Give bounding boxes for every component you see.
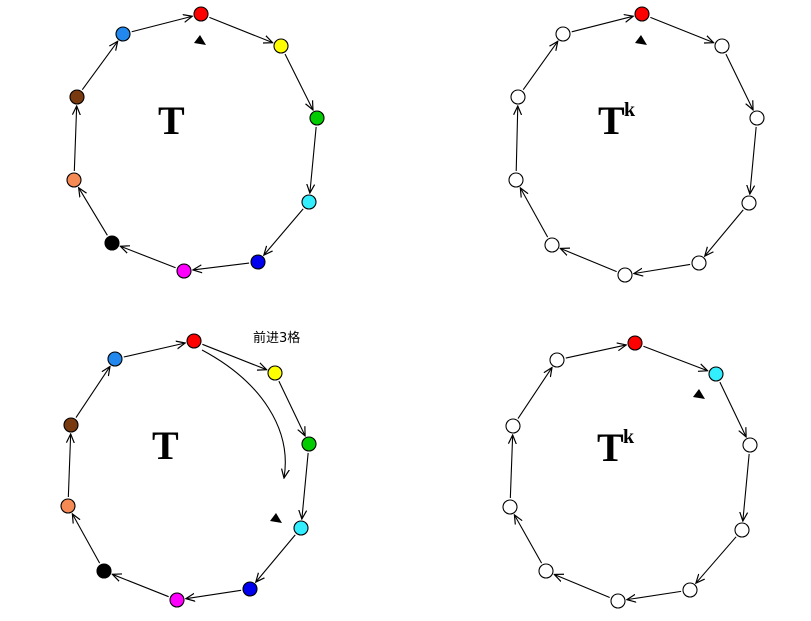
pointer-triangle xyxy=(693,389,705,399)
edge-arrow xyxy=(522,41,558,90)
node-empty xyxy=(544,237,560,253)
node-magenta xyxy=(169,592,185,608)
edge-arrow xyxy=(131,16,193,33)
node-skyblue xyxy=(115,26,131,42)
pointer-triangle xyxy=(194,35,206,45)
node-empty xyxy=(691,255,707,271)
node-empty xyxy=(505,418,521,434)
edge-arrow xyxy=(68,434,70,498)
jump-arrow xyxy=(201,349,285,478)
annotation-text: 前进3格 xyxy=(253,330,300,346)
node-empty xyxy=(508,172,524,188)
panel-top-left: T xyxy=(66,6,325,279)
edge-arrow xyxy=(719,381,746,437)
panel-label: T xyxy=(152,423,179,468)
node-empty xyxy=(714,38,730,54)
node-brown xyxy=(63,417,79,433)
edge-arrow xyxy=(75,366,110,418)
edge-arrow xyxy=(517,367,552,419)
node-empty xyxy=(538,563,554,579)
edge-arrow xyxy=(643,345,707,371)
panel-label-superscript: k xyxy=(624,99,636,121)
node-empty xyxy=(610,593,626,609)
edge-arrow xyxy=(81,41,117,91)
node-empty xyxy=(734,522,750,538)
node-empty xyxy=(617,267,633,283)
node-magenta xyxy=(176,263,192,279)
node-cyan xyxy=(708,366,724,382)
pointer-triangle xyxy=(635,35,647,45)
node-cyan xyxy=(301,194,317,210)
node-red xyxy=(634,6,650,22)
pointer-triangle xyxy=(270,513,282,523)
edge-arrow xyxy=(310,126,317,193)
edge-arrow xyxy=(725,53,753,110)
edge-arrow xyxy=(79,188,108,236)
node-empty xyxy=(749,110,765,126)
node-green xyxy=(309,110,325,126)
edge-arrow xyxy=(302,452,309,519)
node-red xyxy=(193,6,209,22)
node-skyblue xyxy=(107,351,123,367)
node-yellow xyxy=(273,38,289,54)
node-blue xyxy=(250,254,266,270)
edge-arrow xyxy=(112,574,169,598)
edge-arrow xyxy=(209,16,272,42)
edge-arrow xyxy=(510,435,512,499)
node-green xyxy=(301,436,317,452)
node-orange xyxy=(60,498,76,514)
panel-label: T xyxy=(597,425,624,470)
edge-arrow xyxy=(74,106,76,172)
node-blue xyxy=(242,581,258,597)
node-empty xyxy=(555,26,571,42)
edge-arrow xyxy=(705,209,744,256)
edge-arrow xyxy=(202,343,266,369)
node-black xyxy=(104,235,120,251)
node-empty xyxy=(682,582,698,598)
edge-arrow xyxy=(284,53,313,110)
panel-label: T xyxy=(598,98,625,143)
node-empty xyxy=(741,195,757,211)
edge-arrow xyxy=(571,16,634,33)
edge-arrow xyxy=(634,263,691,273)
node-empty xyxy=(742,437,758,453)
edge-arrow xyxy=(186,589,242,598)
node-yellow xyxy=(267,365,283,381)
edge-arrow xyxy=(560,248,617,273)
edge-arrow xyxy=(193,262,250,270)
panel-bottom-left: T 前进3格 xyxy=(60,330,317,608)
node-empty xyxy=(502,499,518,515)
edge-arrow xyxy=(264,208,304,255)
edge-arrow xyxy=(120,246,176,269)
edge-arrow xyxy=(514,515,543,564)
edge-arrow xyxy=(696,536,737,583)
edge-arrow xyxy=(520,188,549,238)
edge-arrow xyxy=(256,534,296,582)
edge-arrow xyxy=(743,453,750,521)
panel-label: T xyxy=(158,98,185,143)
node-empty xyxy=(549,352,565,368)
edge-arrow xyxy=(123,343,185,358)
edge-arrow xyxy=(72,514,101,564)
edge-arrow xyxy=(565,345,626,359)
edge-arrow xyxy=(650,16,713,42)
node-brown xyxy=(69,89,85,105)
node-red xyxy=(186,333,202,349)
panel-label-superscript: k xyxy=(623,426,635,448)
node-cyan xyxy=(293,520,309,536)
node-empty xyxy=(510,89,526,105)
edge-arrow xyxy=(627,590,682,599)
edge-arrow xyxy=(516,106,518,172)
edge-arrow xyxy=(750,126,757,194)
node-red xyxy=(627,335,643,351)
edge-arrow xyxy=(554,574,610,599)
node-orange xyxy=(66,172,82,188)
edge-arrow xyxy=(278,380,305,436)
node-black xyxy=(96,563,112,579)
